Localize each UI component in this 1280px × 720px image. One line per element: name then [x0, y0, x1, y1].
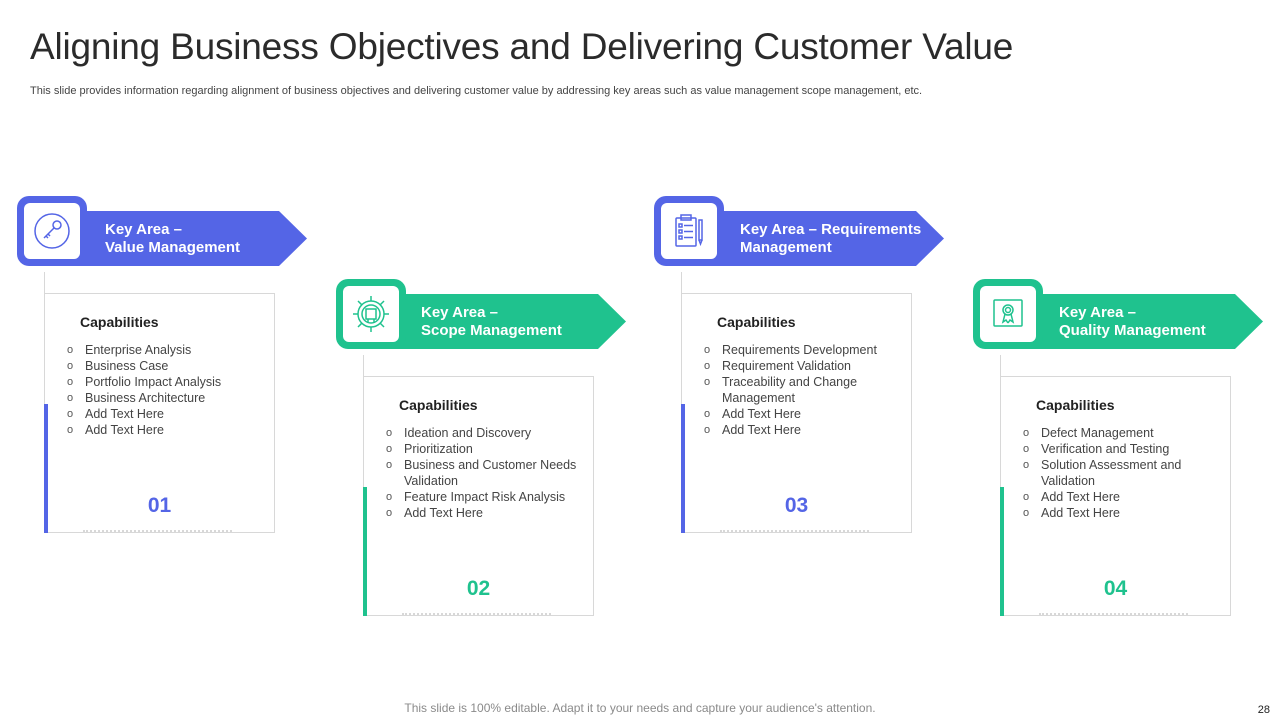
capabilities-list: Defect Management Verification and Testi… — [1023, 425, 1223, 521]
card-connector — [681, 272, 682, 293]
capabilities-panel: Capabilities Defect Management Verificat… — [1000, 376, 1231, 616]
capabilities-title: Capabilities — [717, 314, 796, 330]
card-connector — [44, 272, 45, 293]
list-item: Enterprise Analysis — [67, 342, 267, 358]
list-item: Portfolio Impact Analysis — [67, 374, 267, 390]
capabilities-panel: Capabilities Ideation and Discovery Prio… — [363, 376, 594, 616]
banner-line-1: Key Area – Requirements — [740, 220, 922, 238]
banner-line-1: Key Area – — [421, 303, 498, 321]
card-number: 03 — [784, 494, 809, 517]
list-item: Requirement Validation — [704, 358, 904, 374]
key-area-banner: Key Area – Scope Management — [336, 294, 626, 349]
list-item: Add Text Here — [67, 422, 267, 438]
dotted-divider — [402, 613, 551, 615]
banner-arrow-shape — [366, 294, 626, 349]
icon-tile — [343, 286, 399, 342]
banner-arrow-shape — [47, 211, 307, 266]
key-area-banner: Key Area – Requirements Management — [654, 211, 944, 266]
panel-accent-bar — [681, 404, 685, 533]
banner-label: Key Area – Value Management — [105, 211, 295, 266]
banner-line-1: Key Area – — [1059, 303, 1136, 321]
icon-badge — [336, 279, 406, 349]
capabilities-panel: Capabilities Requirements Development Re… — [681, 293, 912, 533]
icon-badge — [17, 196, 87, 266]
key-icon — [34, 213, 70, 249]
banner-label: Key Area – Requirements Management — [740, 211, 940, 266]
panel-accent-bar — [44, 404, 48, 533]
banner-line-2: Value Management — [105, 238, 241, 256]
list-item: Add Text Here — [1023, 489, 1223, 505]
list-item: Ideation and Discovery — [386, 425, 586, 441]
list-item: Add Text Here — [704, 406, 904, 422]
banner-arrow-shape — [1003, 294, 1263, 349]
dotted-divider — [1039, 613, 1188, 615]
checklist-icon — [675, 214, 703, 247]
list-item: Requirements Development — [704, 342, 904, 358]
panel-accent-bar — [1000, 487, 1004, 616]
icon-tile — [980, 286, 1036, 342]
dotted-divider — [720, 530, 869, 532]
capabilities-title: Capabilities — [1036, 397, 1115, 413]
card-connector — [1000, 355, 1001, 376]
list-item: Add Text Here — [1023, 505, 1223, 521]
icon-badge — [654, 196, 724, 266]
list-item: Business and Customer Needs Validation — [386, 457, 586, 489]
capabilities-title: Capabilities — [399, 397, 478, 413]
footer-note: This slide is 100% editable. Adapt it to… — [404, 701, 876, 715]
banner-line-1: Key Area – — [105, 220, 182, 238]
card-number: 01 — [147, 494, 172, 517]
card-value-management: Capabilities Enterprise Analysis Busines… — [17, 196, 317, 616]
banner-line-2: Scope Management — [421, 321, 562, 339]
list-item: Solution Assessment and Validation — [1023, 457, 1223, 489]
capabilities-list: Ideation and Discovery Prioritization Bu… — [386, 425, 586, 521]
card-requirements-management: Capabilities Requirements Development Re… — [654, 196, 954, 616]
page-subtitle: This slide provides information regardin… — [30, 85, 923, 97]
banner-line-2: Management — [740, 238, 832, 256]
certificate-icon — [993, 299, 1023, 327]
list-item: Add Text Here — [704, 422, 904, 438]
card-connector — [363, 355, 364, 376]
page-title: Aligning Business Objectives and Deliver… — [30, 26, 1014, 67]
icon-badge — [973, 279, 1043, 349]
banner-label: Key Area – Scope Management — [421, 294, 611, 349]
capabilities-list: Requirements Development Requirement Val… — [704, 342, 904, 438]
list-item: Feature Impact Risk Analysis — [386, 489, 586, 505]
list-item: Add Text Here — [67, 406, 267, 422]
banner-label: Key Area – Quality Management — [1059, 294, 1249, 349]
card-number: 04 — [1103, 577, 1128, 600]
icon-tile — [24, 203, 80, 259]
page-number: 28 — [1257, 704, 1270, 716]
capabilities-panel: Capabilities Enterprise Analysis Busines… — [44, 293, 275, 533]
list-item: Verification and Testing — [1023, 441, 1223, 457]
list-item: Business Case — [67, 358, 267, 374]
banner-line-2: Quality Management — [1059, 321, 1206, 339]
list-item: Add Text Here — [386, 505, 586, 521]
card-scope-management: Capabilities Ideation and Discovery Prio… — [336, 279, 636, 699]
gear-icon — [353, 296, 389, 332]
capabilities-list: Enterprise Analysis Business Case Portfo… — [67, 342, 267, 438]
capabilities-title: Capabilities — [80, 314, 159, 330]
list-item: Defect Management — [1023, 425, 1223, 441]
list-item: Traceability and Change Management — [704, 374, 904, 406]
panel-accent-bar — [363, 487, 367, 616]
key-area-banner: Key Area – Value Management — [17, 211, 307, 266]
dotted-divider — [83, 530, 232, 532]
list-item: Prioritization — [386, 441, 586, 457]
banner-arrow-shape — [684, 211, 944, 266]
icon-tile — [661, 203, 717, 259]
card-number: 02 — [466, 577, 491, 600]
list-item: Business Architecture — [67, 390, 267, 406]
card-quality-management: Capabilities Defect Management Verificat… — [973, 279, 1273, 699]
key-area-banner: Key Area – Quality Management — [973, 294, 1263, 349]
